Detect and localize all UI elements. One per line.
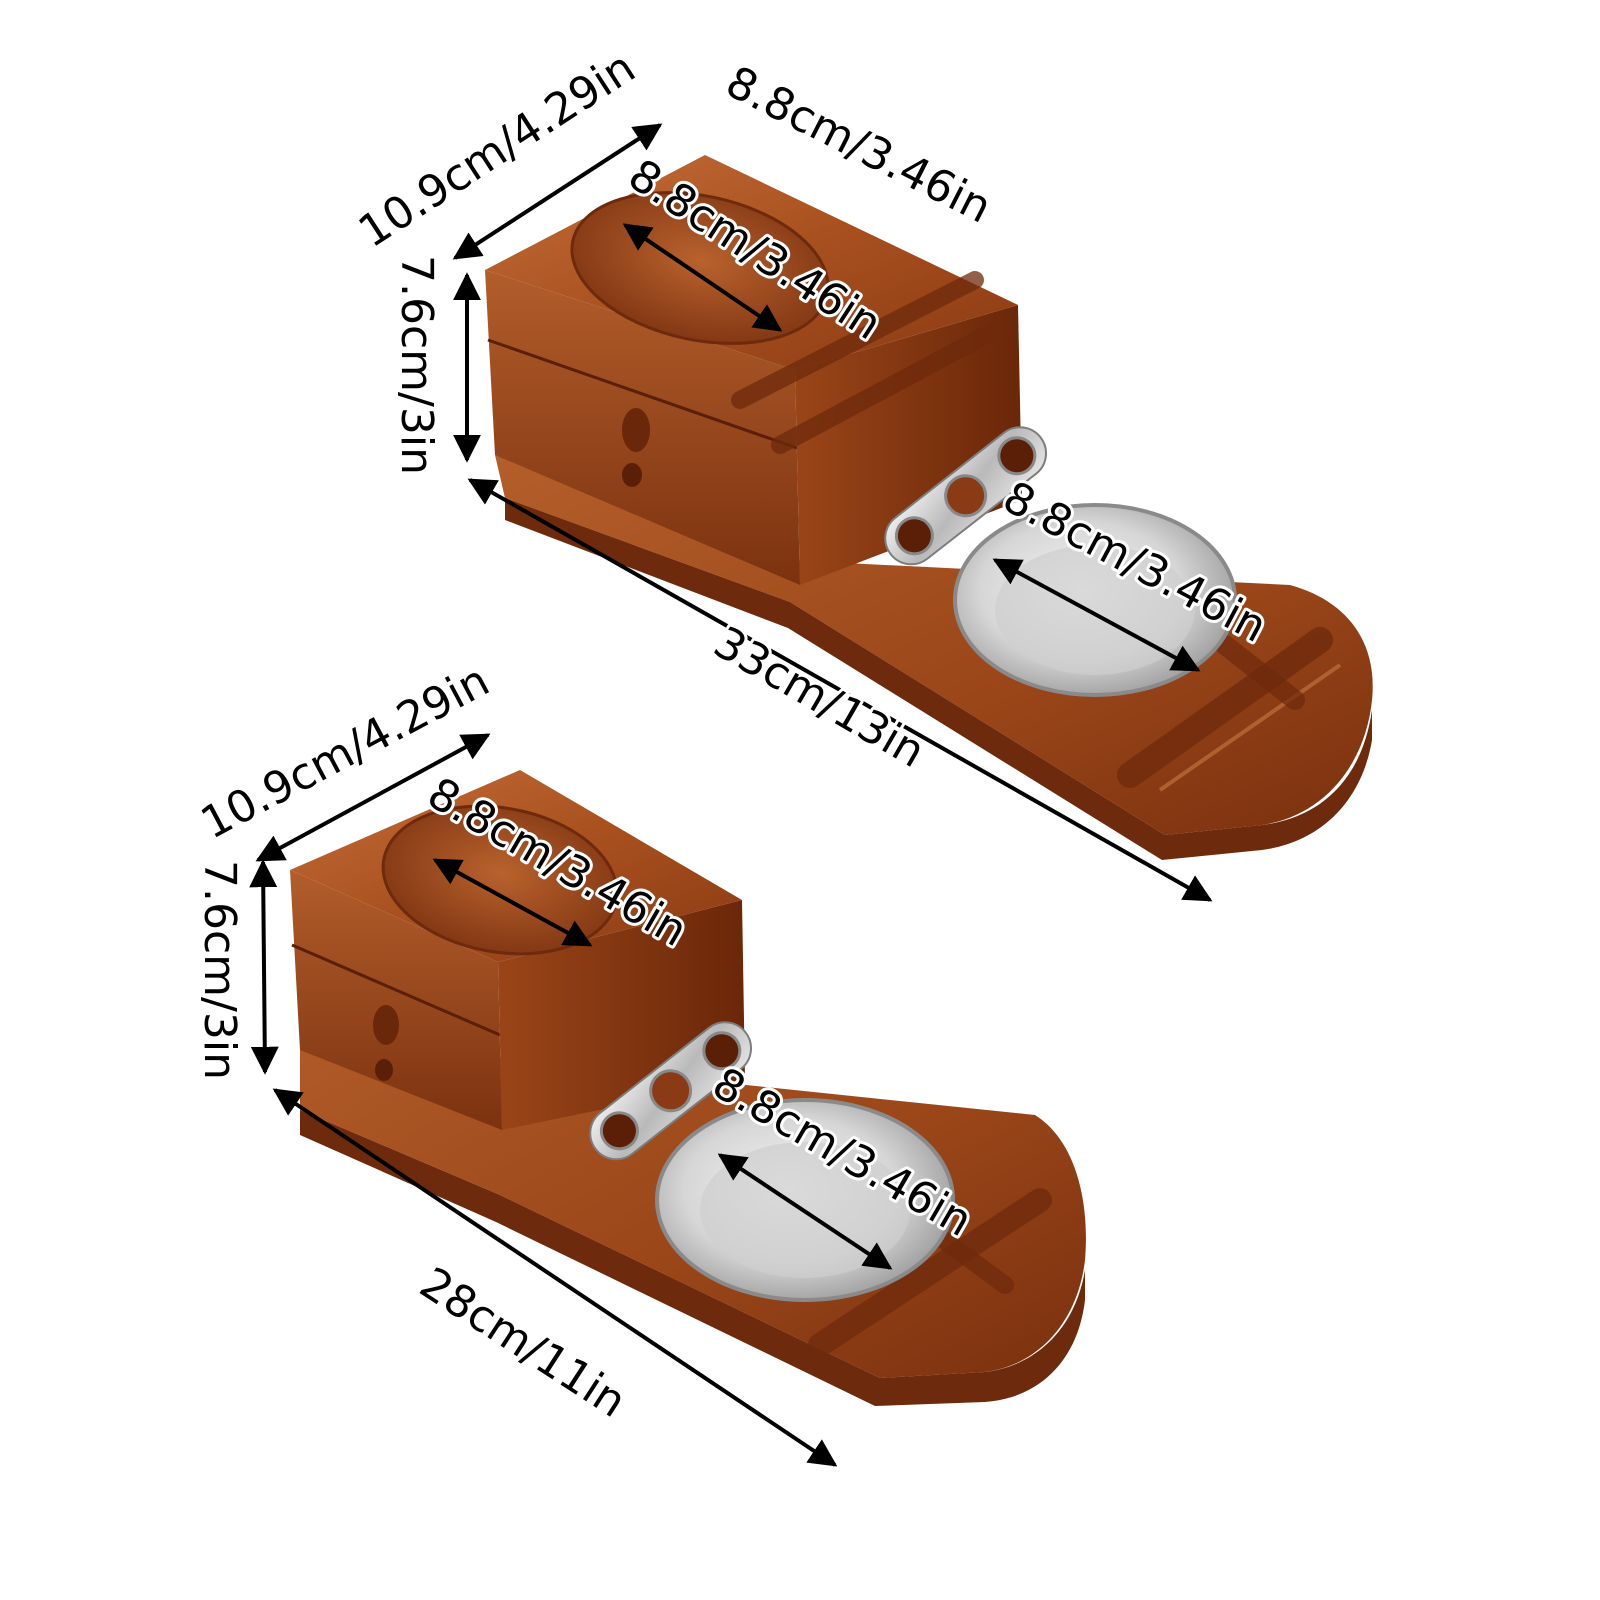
drawer-finger-hole	[373, 1005, 399, 1045]
arrow-length-small	[272, 1088, 838, 1467]
base-groove	[808, 1188, 1052, 1357]
drawer-finger-hole	[622, 408, 650, 452]
arrow-top-recess-large	[622, 223, 783, 332]
arrow-depth-large	[452, 123, 663, 260]
label-length-small: 28cm/11in	[411, 1258, 635, 1428]
drawer-finger-hole	[375, 1059, 393, 1081]
arrow-height-small	[249, 859, 279, 1075]
drawer-finger-hole	[622, 463, 642, 487]
arrow-depth-small	[255, 733, 491, 862]
cigar-ashtray-large	[485, 155, 1373, 860]
label-height-large: 7.6cm/3in	[391, 255, 442, 475]
arrow-length-large	[467, 478, 1213, 902]
label-height-small: 7.6cm/3in	[194, 860, 245, 1080]
arrow-top-recess-small	[432, 858, 593, 947]
base-board-edge	[300, 1110, 1085, 1406]
drawer-seam	[487, 338, 798, 450]
dimension-arrows	[249, 123, 1213, 1467]
top-groove	[771, 316, 1014, 454]
top-groove	[731, 271, 984, 409]
cigar-ashtray-small	[290, 770, 1086, 1406]
base-groove	[1215, 635, 1305, 710]
box-front	[290, 870, 502, 1130]
drawer-seam	[291, 943, 501, 1037]
